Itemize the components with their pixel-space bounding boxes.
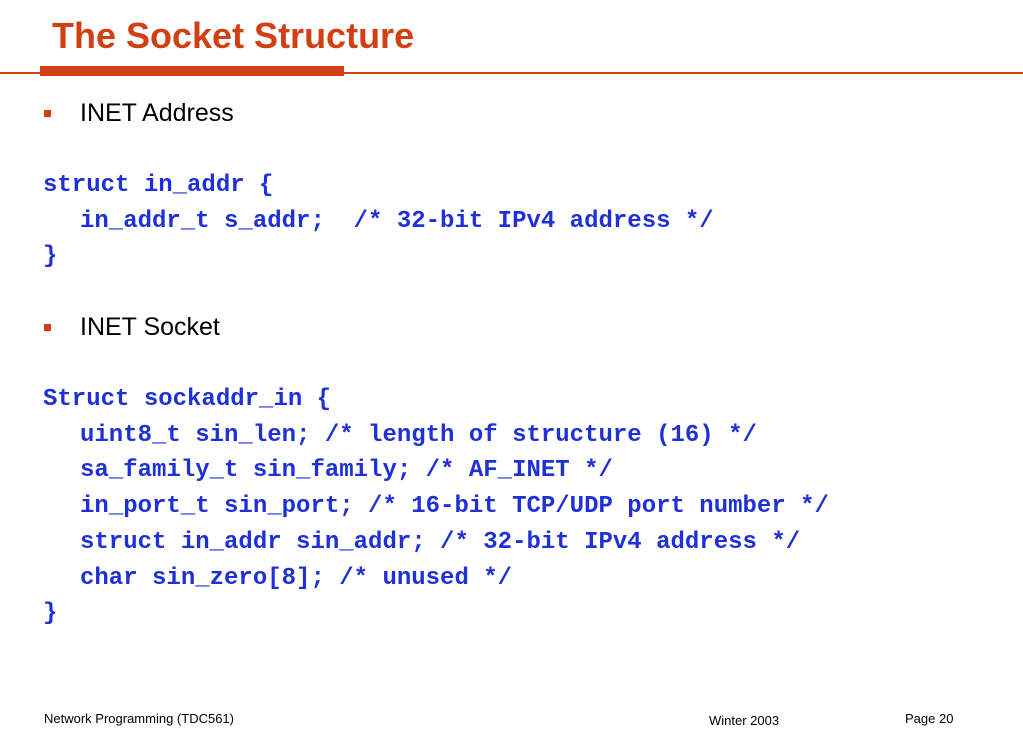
code-line: Struct sockaddr_in {: [43, 386, 332, 413]
bullet-inet-socket: INET Socket: [44, 312, 220, 342]
code-line: in_addr_t s_addr; /* 32-bit IPv4 address…: [80, 207, 714, 235]
square-bullet-icon: [44, 323, 51, 331]
bullet-label: INET Socket: [80, 313, 220, 341]
bullet-label: INET Address: [80, 99, 234, 127]
code-line: }: [43, 243, 58, 271]
title-rule-thick: [40, 66, 344, 76]
code-line: in_port_t sin_port; /* 16-bit TCP/UDP po…: [80, 493, 829, 521]
code-line: uint8_t sin_len; /* length of structure …: [80, 421, 757, 449]
bullet-inet-address: INET Address: [44, 98, 234, 128]
footer-term: Winter 2003: [709, 713, 780, 728]
code-line: struct in_addr {: [43, 172, 274, 199]
code-line: char sin_zero[8]; /* unused */: [80, 564, 513, 592]
code-block-in-addr: struct in_addr { in_addr_t s_addr; /* 32-…: [43, 168, 714, 275]
title-rule-thin: [0, 72, 1023, 74]
slide-title: The Socket Structure: [52, 15, 415, 56]
code-line: sa_family_t sin_family; /* AF_INET */: [80, 457, 613, 485]
footer-course: Network Programming (TDC561): [44, 711, 234, 726]
code-line: }: [43, 600, 58, 628]
footer-page-number: Page 20: [905, 711, 954, 726]
code-block-sockaddr-in: Struct sockaddr_in { uint8_t sin_len; /* …: [43, 382, 829, 632]
code-line: struct in_addr sin_addr; /* 32-bit IPv4 …: [80, 528, 801, 556]
square-bullet-icon: [44, 109, 51, 117]
